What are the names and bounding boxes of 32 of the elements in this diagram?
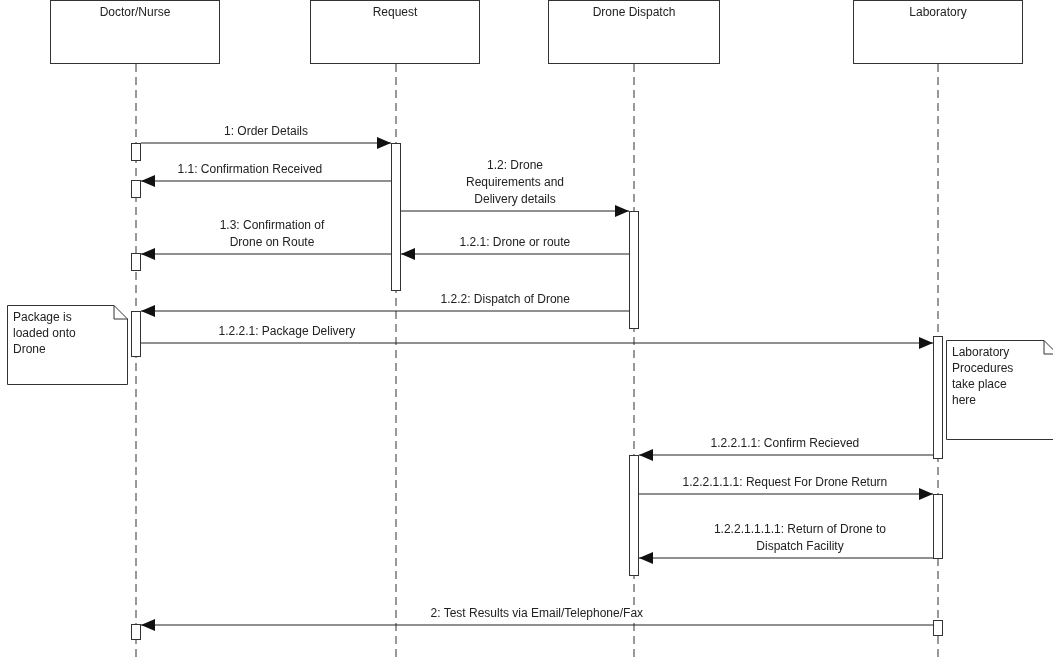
message-arrow: [638, 449, 934, 461]
activation-bar: [131, 253, 141, 271]
activation-bar: [933, 620, 943, 636]
activation-bar: [933, 494, 943, 559]
message-arrow: [638, 552, 934, 564]
message-arrow: [140, 175, 392, 187]
message-arrow: [140, 619, 934, 631]
message-arrow: [140, 248, 392, 260]
activation-bar: [131, 180, 141, 198]
lifeline-header: Laboratory: [853, 0, 1023, 64]
message-label: 1.2.2: Dispatch of Drone: [438, 291, 572, 308]
message-label: 1.2.2.1: Package Delivery: [216, 323, 358, 340]
activation-bar: [933, 336, 943, 459]
activation-bar: [131, 624, 141, 640]
message-label: 2: Test Results via Email/Telephone/Fax: [428, 605, 646, 622]
message-arrow: [140, 137, 392, 149]
message-arrow: [140, 305, 630, 317]
message-arrow: [638, 488, 934, 500]
note-text: Laboratory Procedures take place here: [952, 344, 1015, 408]
activation-bar: [629, 211, 639, 329]
note-text: Package is loaded onto Drone: [13, 309, 77, 357]
message-label: 1.2.2.1.1.1: Request For Drone Return: [680, 474, 890, 491]
message-arrow: [400, 248, 630, 260]
lifeline-header: Drone Dispatch: [548, 0, 720, 64]
activation-bar: [131, 311, 141, 357]
activation-bar: [629, 455, 639, 576]
activation-bar: [391, 143, 401, 291]
lifeline-header: Doctor/Nurse: [50, 0, 220, 64]
activation-bar: [131, 143, 141, 161]
lifeline-header: Request: [310, 0, 480, 64]
message-arrow: [140, 337, 934, 349]
message-arrow: [400, 205, 630, 217]
